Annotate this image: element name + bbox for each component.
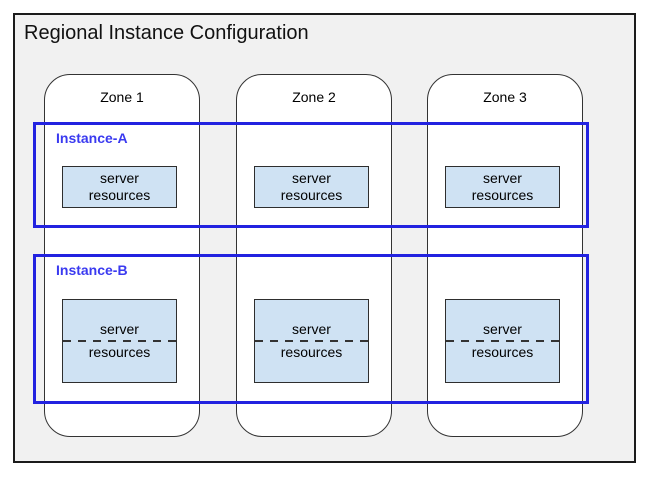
zone-3-label: Zone 3	[483, 89, 527, 105]
server-resources-text: server	[292, 170, 331, 186]
server-resources-text: server	[292, 321, 331, 337]
zone-2-label: Zone 2	[292, 89, 336, 105]
server-resources-box-zone1-instance-a: server resources	[62, 166, 177, 208]
server-resources-text: resources	[88, 344, 151, 360]
instance-b-label: Instance-B	[56, 262, 128, 278]
server-resources-box-zone2-instance-a: server resources	[254, 166, 369, 208]
server-resources-text: server	[100, 321, 139, 337]
server-resources-box-zone3-instance-b: server resources	[445, 299, 560, 383]
partition-divider	[255, 340, 368, 342]
server-resources-text: server	[483, 321, 522, 337]
server-resources-text: resources	[471, 344, 534, 360]
server-resources-text: server	[100, 170, 139, 186]
server-resources-text: server	[483, 170, 522, 186]
server-resources-box-zone2-instance-b: server resources	[254, 299, 369, 383]
server-resources-text: resources	[280, 187, 343, 203]
partition-divider	[63, 340, 176, 342]
server-resources-text: resources	[471, 187, 534, 203]
zone-1-label: Zone 1	[100, 89, 144, 105]
server-resources-text: resources	[88, 187, 151, 203]
server-resources-box-zone3-instance-a: server resources	[445, 166, 560, 208]
region-container: Regional Instance Configuration Zone 1 s…	[13, 13, 636, 463]
server-resources-box-zone1-instance-b: server resources	[62, 299, 177, 383]
instance-b-boundary: Instance-B	[33, 254, 589, 404]
server-resources-text: resources	[280, 344, 343, 360]
instance-a-label: Instance-A	[56, 130, 128, 146]
instance-a-boundary: Instance-A	[33, 122, 589, 228]
diagram-title: Regional Instance Configuration	[24, 22, 309, 44]
partition-divider	[446, 340, 559, 342]
